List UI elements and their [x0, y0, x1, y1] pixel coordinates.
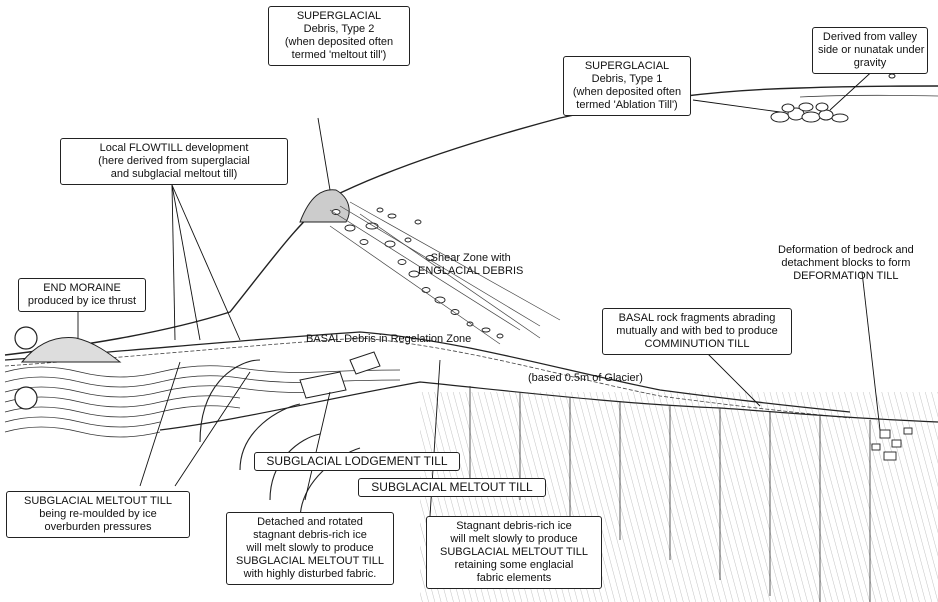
snow-line: [800, 95, 938, 97]
line: ENGLACIAL DEBRIS: [418, 265, 523, 278]
glacier-surface: [5, 86, 938, 355]
superglacial-type1-label: SUPERGLACIAL Debris, Type 1 (when deposi…: [563, 56, 691, 116]
line: DEFORMATION TILL: [778, 270, 914, 283]
line: gravity: [818, 57, 922, 70]
line: will melt slowly to produce: [232, 542, 388, 555]
subglacial-meltout-label: SUBGLACIAL MELTOUT TILL: [358, 478, 546, 497]
line: and subglacial meltout till): [66, 168, 282, 181]
line: Detached and rotated: [232, 516, 388, 529]
line: Deformation of bedrock and: [778, 244, 914, 257]
rotated-ice-blocks: [300, 352, 380, 398]
end-moraine-label: END MORAINE produced by ice thrust: [18, 278, 146, 312]
marker-circle-2: [15, 387, 37, 409]
line: termed 'Ablation Till'): [569, 99, 685, 112]
subglacial-lodgement-label: SUBGLACIAL LODGEMENT TILL: [254, 452, 460, 471]
line: side or nunatak under: [818, 44, 922, 57]
line: termed 'meltout till'): [274, 49, 404, 62]
basal-regelation-label: BASAL Debris in Regelation Zone: [306, 333, 471, 346]
line: stagnant debris-rich ice: [232, 529, 388, 542]
shear-zone-label: Shear Zone with ENGLACIAL DEBRIS: [418, 252, 523, 278]
line: Shear Zone with: [418, 252, 523, 265]
line: Debris, Type 1: [569, 73, 685, 86]
line: COMMINUTION TILL: [608, 338, 786, 351]
valley-side-label: Derived from valley side or nunatak unde…: [812, 27, 928, 74]
line: being re-moulded by ice: [12, 508, 184, 521]
line: Derived from valley: [818, 31, 922, 44]
line: (here derived from superglacial: [66, 155, 282, 168]
line: with highly disturbed fabric.: [232, 568, 388, 581]
line: detachment blocks to form: [778, 257, 914, 270]
remoulded-label: SUBGLACIAL MELTOUT TILL being re-moulded…: [6, 491, 190, 538]
line: SUBGLACIAL MELTOUT TILL: [232, 555, 388, 568]
line: SUBGLACIAL MELTOUT TILL: [432, 546, 596, 559]
line: retaining some englacial: [432, 559, 596, 572]
line: (when deposited often: [569, 86, 685, 99]
line: mutually and with bed to produce: [608, 325, 786, 338]
basal-comminution-label: BASAL rock fragments abrading mutually a…: [602, 308, 792, 355]
line: SUPERGLACIAL: [274, 10, 404, 23]
detached-rotated-label: Detached and rotated stagnant debris-ric…: [226, 512, 394, 585]
line: (when deposited often: [274, 36, 404, 49]
line: overburden pressures: [12, 521, 184, 534]
line: will melt slowly to produce: [432, 533, 596, 546]
based-note-label: (based 0.5m of Glacier): [528, 372, 643, 385]
line: Stagnant debris-rich ice: [432, 520, 596, 533]
line: SUBGLACIAL MELTOUT TILL: [12, 495, 184, 508]
line: fabric elements: [432, 572, 596, 585]
line: produced by ice thrust: [24, 295, 140, 308]
superglacial-debris-type1-pile: [771, 103, 848, 122]
superglacial-type2-label: SUPERGLACIAL Debris, Type 2 (when deposi…: [268, 6, 410, 66]
line: Local FLOWTILL development: [66, 142, 282, 155]
line: Debris, Type 2: [274, 23, 404, 36]
line: BASAL rock fragments abrading: [608, 312, 786, 325]
flowtill-label: Local FLOWTILL development (here derived…: [60, 138, 288, 185]
line: END MORAINE: [24, 282, 140, 295]
stagnant-ice-label: Stagnant debris-rich ice will melt slowl…: [426, 516, 602, 589]
deformation-till-label: Deformation of bedrock and detachment bl…: [778, 244, 914, 283]
line: SUPERGLACIAL: [569, 60, 685, 73]
marker-circle-1: [15, 327, 37, 349]
